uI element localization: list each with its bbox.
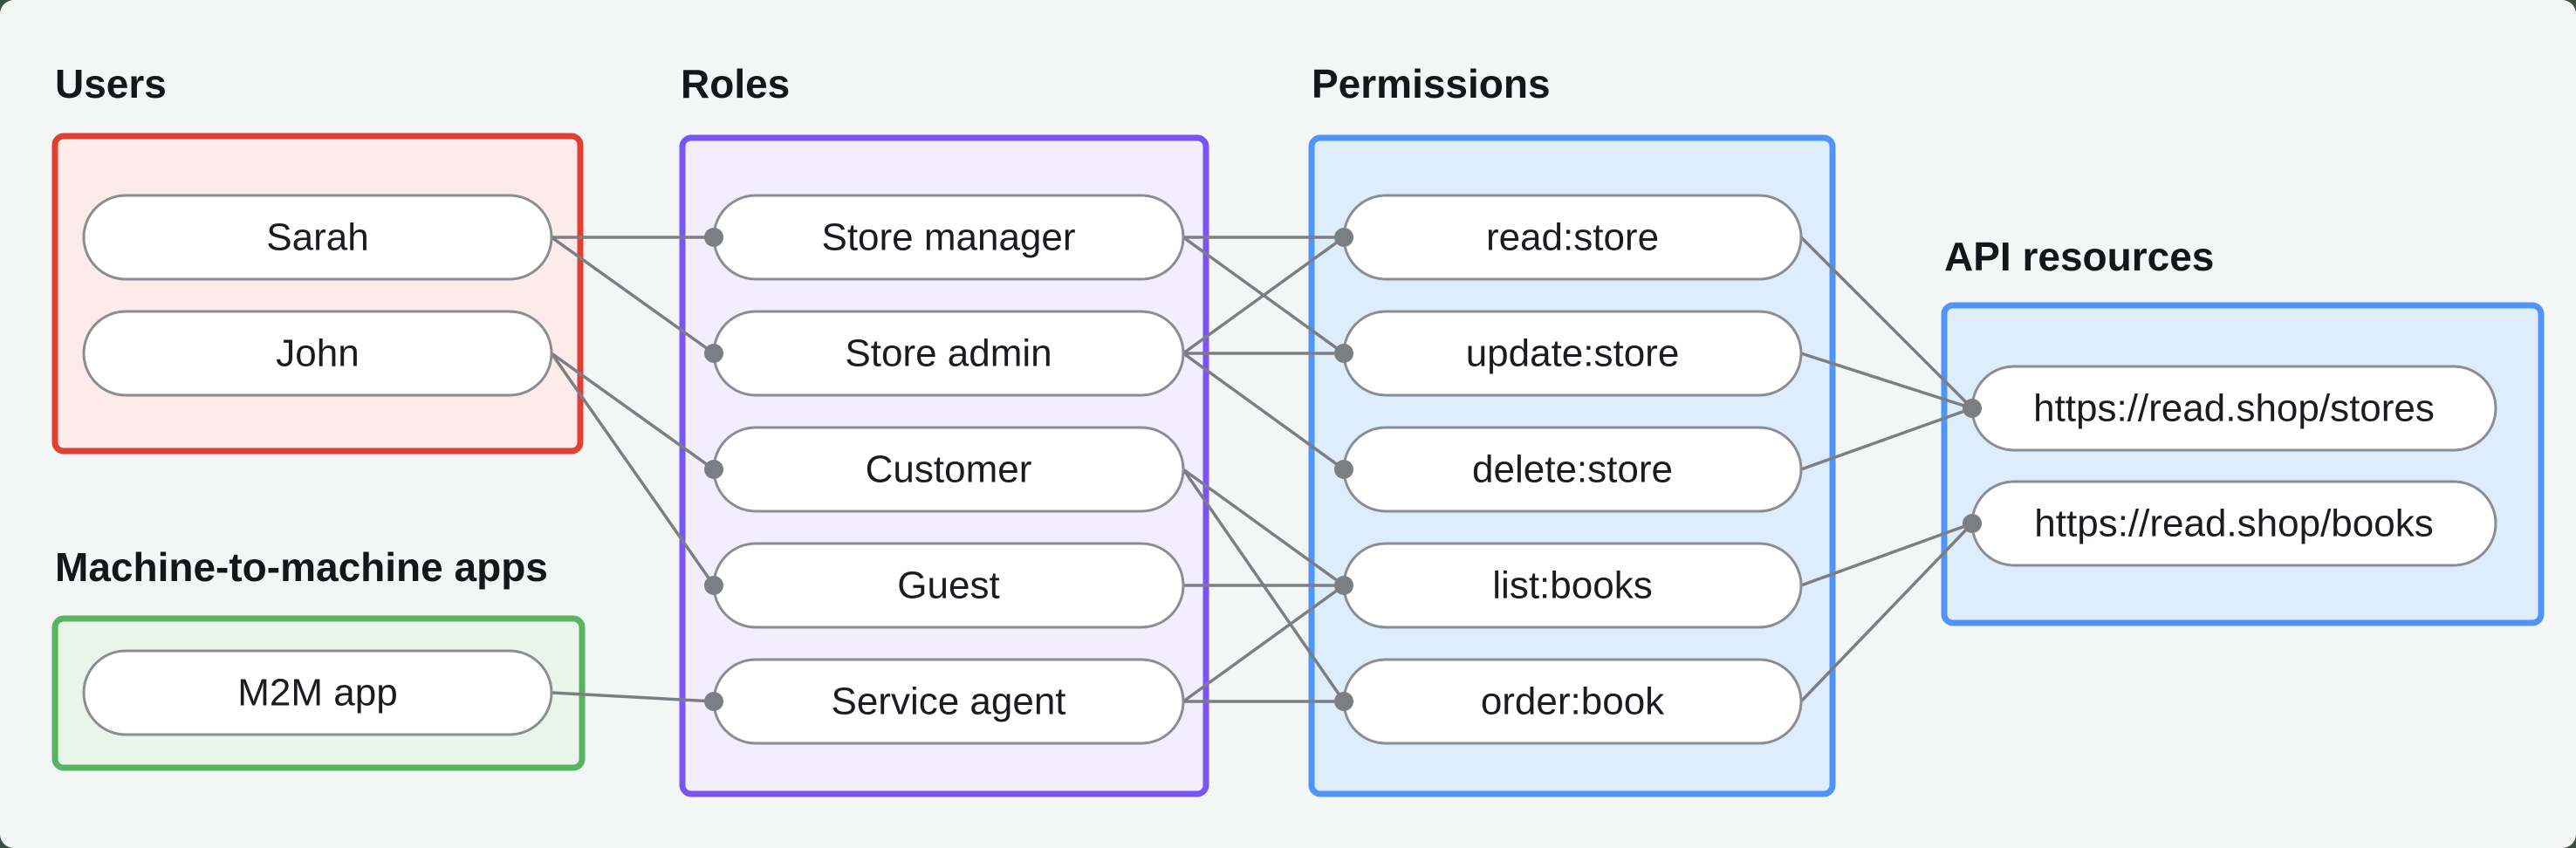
connection-dot-stores — [1963, 399, 1982, 418]
group-label-api: API resources — [1944, 234, 2214, 279]
edge-line-customer-list_books — [1182, 468, 1346, 587]
connection-dot-delete_store — [1334, 460, 1353, 479]
node-label-update_store: update:store — [1466, 332, 1680, 375]
connection-dot-list_books — [1334, 576, 1353, 595]
node-label-stores: https://read.shop/stores — [2033, 387, 2435, 430]
node-label-store_admin: Store admin — [845, 332, 1052, 375]
connection-dot-guest — [704, 576, 723, 595]
edge-line-john-customer — [550, 352, 716, 471]
node-label-guest: Guest — [897, 564, 999, 607]
edge-line-service_agent-list_books — [1182, 584, 1346, 703]
node-pill-m2m_app — [82, 649, 553, 736]
edge-line-update_store-stores — [1800, 352, 1973, 410]
edge-line-delete_store-stores — [1800, 407, 1973, 471]
node-label-customer: Customer — [866, 448, 1032, 491]
node-label-service_agent: Service agent — [831, 680, 1065, 723]
node-label-list_books: list:books — [1492, 564, 1652, 607]
edge-line-m2m_app-service_agent — [551, 691, 715, 703]
connection-dot-store_admin — [704, 344, 723, 363]
connection-dot-read_store — [1334, 228, 1353, 247]
node-label-delete_store: delete:store — [1472, 448, 1673, 491]
node-label-read_store: read:store — [1486, 216, 1659, 259]
edge-line-list_books-books — [1800, 522, 1973, 587]
connection-dot-update_store — [1334, 344, 1353, 363]
connection-dot-order_book — [1334, 692, 1353, 711]
node-pill-sarah — [82, 194, 553, 281]
node-label-store_manager: Store manager — [821, 216, 1075, 259]
group-label-users: Users — [55, 61, 167, 106]
edge-line-store_admin-delete_store — [1182, 352, 1346, 471]
node-pill-john — [82, 310, 553, 397]
group-label-roles: Roles — [681, 61, 790, 106]
connection-dot-service_agent — [704, 692, 723, 711]
edge-line-read_store-stores — [1799, 236, 1974, 410]
edge-line-store_admin-read_store — [1182, 236, 1346, 355]
node-label-sarah: Sarah — [266, 216, 368, 259]
group-label-permissions: Permissions — [1312, 61, 1551, 106]
connection-dot-store_manager — [704, 228, 723, 247]
connection-dot-books — [1963, 514, 1982, 533]
node-label-books: https://read.shop/books — [2034, 503, 2433, 545]
edge-line-john-guest — [550, 352, 716, 587]
node-label-john: John — [276, 332, 359, 375]
connection-dot-customer — [704, 460, 723, 479]
group-label-m2m: Machine-to-machine apps — [55, 544, 548, 590]
edge-line-sarah-store_admin — [550, 236, 716, 355]
edge-line-order_book-books — [1799, 522, 1974, 703]
node-label-order_book: order:book — [1481, 680, 1665, 723]
group-box-users — [51, 133, 584, 455]
node-label-m2m_app: M2M app — [237, 672, 397, 715]
group-box-api — [1941, 302, 2545, 626]
